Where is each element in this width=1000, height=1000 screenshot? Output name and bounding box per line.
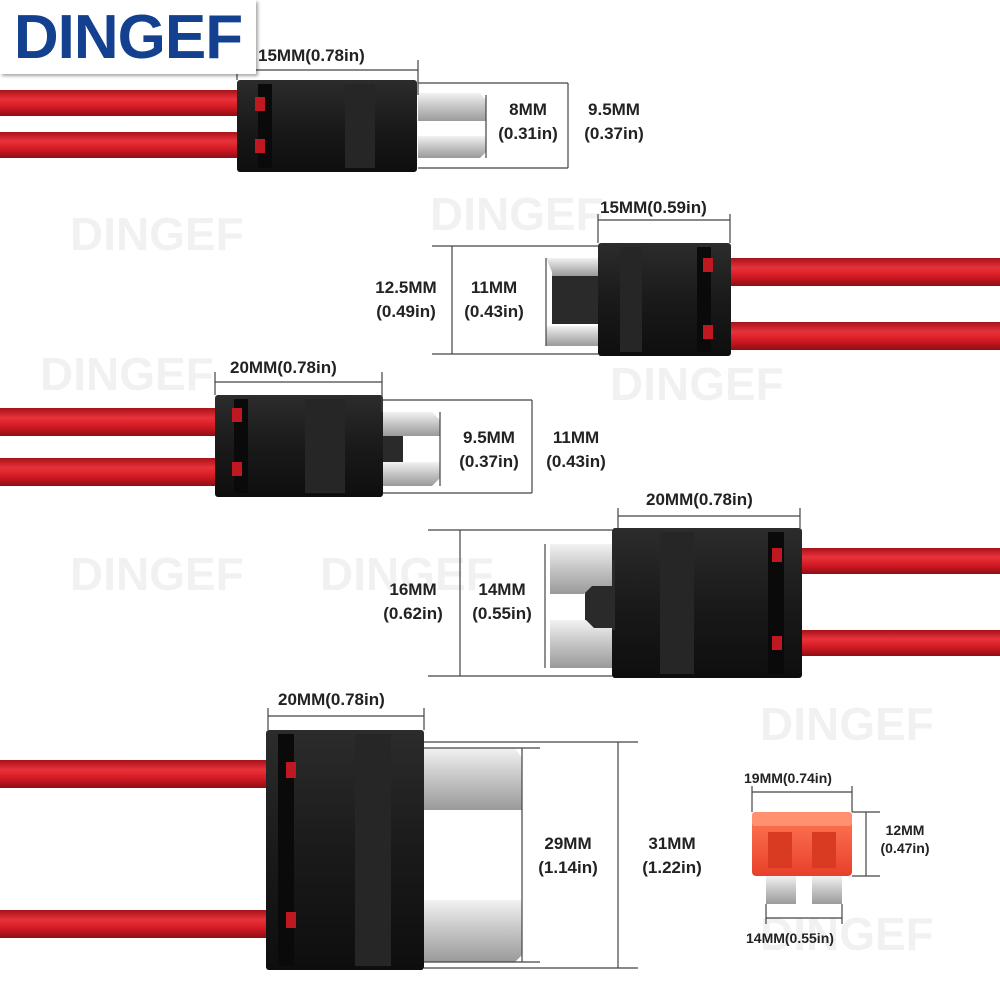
watermark: DINGEF DINGEF DINGEF DINGEF DINGEF DINGE…: [40, 188, 934, 960]
svg-text:DINGEF: DINGEF: [430, 188, 604, 240]
holder-2-outer-height-mm: 12.5MM: [375, 278, 437, 297]
holder-1-outer-height-in: (0.37in): [584, 124, 644, 143]
fuse-height-in: (0.47in): [880, 840, 930, 856]
wire: [730, 258, 1000, 286]
wire: [0, 760, 270, 788]
wire: [730, 322, 1000, 350]
wire: [0, 910, 270, 938]
wire: [0, 458, 240, 486]
terminal-blade: [546, 326, 598, 346]
holder-3-width-label: 20MM(0.78in): [230, 358, 337, 377]
holder-5-width-label: 20MM(0.78in): [278, 690, 385, 709]
terminal-blade: [418, 136, 486, 158]
brand-logo: DINGEF: [0, 0, 256, 74]
terminal-blade: [424, 900, 522, 962]
fuse-holder-1: [0, 80, 486, 172]
wire: [0, 408, 240, 436]
terminal-blade: [550, 620, 612, 668]
holder-3-outer-height-mm: 11MM: [552, 428, 600, 447]
fuse-holder-2: [546, 243, 1000, 356]
holder-3-inner-height-mm: 9.5MM: [463, 428, 515, 447]
holder-4-outer-height-mm: 16MM: [389, 580, 437, 599]
holder-4-outer-height-in: (0.62in): [383, 604, 443, 623]
terminal-blade: [383, 412, 440, 436]
svg-text:DINGEF: DINGEF: [320, 548, 494, 600]
logo-text: DINGEF: [13, 2, 243, 72]
holder-2-inner-height-mm: 11MM: [470, 278, 518, 297]
svg-text:DINGEF: DINGEF: [70, 548, 244, 600]
fuse-holder-5: [0, 730, 522, 970]
fuse-top-width-label: 19MM(0.74in): [744, 770, 832, 786]
terminal-blade: [418, 93, 486, 121]
svg-text:DINGEF: DINGEF: [610, 358, 784, 410]
blade-fuse: [752, 812, 852, 904]
holder-2-inner-height-in: (0.43in): [464, 302, 524, 321]
holder-5-outer-height-in: (1.22in): [642, 858, 702, 877]
holder-5-outer-height-mm: 31MM: [648, 834, 696, 853]
holder-2-outer-height-in: (0.49in): [376, 302, 436, 321]
svg-text:DINGEF: DINGEF: [40, 348, 214, 400]
terminal-blade: [383, 462, 440, 486]
wire: [800, 630, 1000, 656]
wire: [0, 90, 262, 116]
fuse-holder-4: [550, 528, 1000, 678]
svg-text:DINGEF: DINGEF: [760, 698, 934, 750]
holder-body: [612, 528, 802, 678]
terminal-blade: [546, 258, 598, 276]
holder-3-outer-height-in: (0.43in): [546, 452, 606, 471]
holder-5-inner-height-in: (1.14in): [538, 858, 598, 877]
holder-4-inner-height-mm: 14MM: [478, 580, 526, 599]
holder-1-inner-height-in: (0.31in): [498, 124, 558, 143]
holder-1-width-label: 15MM(0.78in): [258, 46, 365, 65]
fuse-height-mm: 12MM: [885, 822, 925, 838]
holder-1-inner-height-mm: 8MM: [509, 100, 547, 119]
holder-5-inner-height-mm: 29MM: [544, 834, 592, 853]
holder-4-width-label: 20MM(0.78in): [646, 490, 753, 509]
holder-1-outer-height-mm: 9.5MM: [588, 100, 640, 119]
terminal-blade: [424, 748, 522, 810]
fuse-holder-3: [0, 395, 440, 497]
wire: [0, 132, 262, 158]
svg-text:DINGEF: DINGEF: [760, 908, 934, 960]
fuse-bottom-width-label: 14MM(0.55in): [746, 930, 834, 946]
dimension-lines: [214, 60, 880, 969]
holder-3-inner-height-in: (0.37in): [459, 452, 519, 471]
svg-text:DINGEF: DINGEF: [70, 208, 244, 260]
holder-4-inner-height-in: (0.55in): [472, 604, 532, 623]
terminal-blade: [550, 544, 612, 594]
wire: [800, 548, 1000, 574]
holder-2-width-label: 15MM(0.59in): [600, 198, 707, 217]
